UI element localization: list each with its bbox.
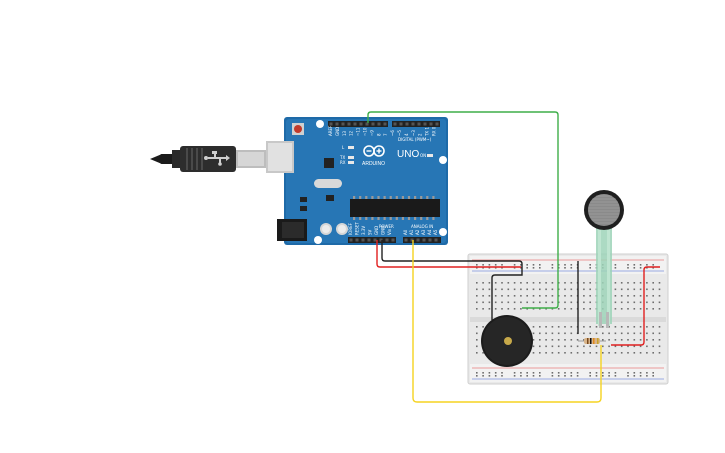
pin-label-aref: AREF [328, 125, 333, 136]
pin-label-tx1: TX 1 [425, 127, 430, 137]
wire-green-d8[interactable] [367, 111, 559, 309]
pin-label-5v: 5V [368, 229, 373, 235]
microcontroller-chip [350, 196, 440, 220]
pin-label-33v: 3.3V [361, 226, 366, 235]
pin-label-a1: A1 [409, 229, 414, 235]
pin-label-gnd: GND [335, 127, 340, 136]
wire-red-sensor-vcc[interactable] [611, 266, 660, 346]
pin-label-ioref: IOREF [348, 222, 353, 235]
pin-label-10: ~10 [363, 127, 368, 136]
pin-label-6: ~6 [390, 130, 395, 136]
pin-label-8: 8 [376, 133, 381, 136]
wire-red-5v[interactable] [376, 240, 521, 268]
model-label: UNO [397, 149, 419, 160]
pin-label-rx0: RX 0 [432, 126, 437, 136]
resistor[interactable] [578, 338, 606, 344]
usb-icon [204, 151, 230, 166]
piezo-buzzer[interactable] [481, 315, 533, 367]
pin-label-7: 7 [383, 133, 388, 136]
reset-button[interactable] [292, 123, 304, 135]
pin-label-gnd: GND [381, 226, 386, 235]
arduino-uno-board[interactable]: L TX RX ON ARDUINO UNO DIGITAL (PWM~) PO… [266, 117, 448, 245]
pin-label-a5: A5 [433, 229, 438, 235]
power-header-label: POWER [379, 224, 394, 229]
led-label-rx: RX [340, 160, 346, 165]
pin-label-reset: RESET [355, 222, 360, 235]
wire-black-gnd[interactable] [381, 240, 523, 320]
usb-cable[interactable] [150, 146, 266, 172]
led-label-l: L [342, 145, 345, 150]
force-sensor[interactable] [584, 190, 624, 328]
wire-yellow-a0[interactable] [412, 240, 602, 403]
led-label-on: ON [420, 153, 426, 158]
pin-label-2: 2 [418, 133, 423, 136]
pin-label-a3: A3 [421, 229, 426, 235]
pin-label-3: ~3 [411, 130, 416, 136]
pin-label-4: 4 [404, 133, 409, 136]
pin-label-a0: A0 [403, 229, 408, 235]
analog-header-label: ANALOG IN [411, 224, 433, 229]
arduino-logo-icon [363, 145, 385, 157]
pin-label-a4: A4 [427, 229, 432, 235]
pin-label-vin: Vin [387, 228, 392, 235]
pin-label-5: ~5 [397, 130, 402, 136]
digital-header-label: DIGITAL (PWM~) [398, 137, 432, 142]
pin-label-11: ~11 [356, 127, 361, 136]
pin-label-gnd: GND [374, 226, 379, 235]
pin-label-9: ~9 [369, 130, 374, 136]
led-label-tx: TX [339, 155, 345, 160]
brand-label: ARDUINO [362, 161, 385, 167]
pin-label-13: 13 [342, 130, 347, 136]
pin-label-12: 12 [349, 130, 354, 136]
pin-label-a2: A2 [415, 229, 420, 235]
